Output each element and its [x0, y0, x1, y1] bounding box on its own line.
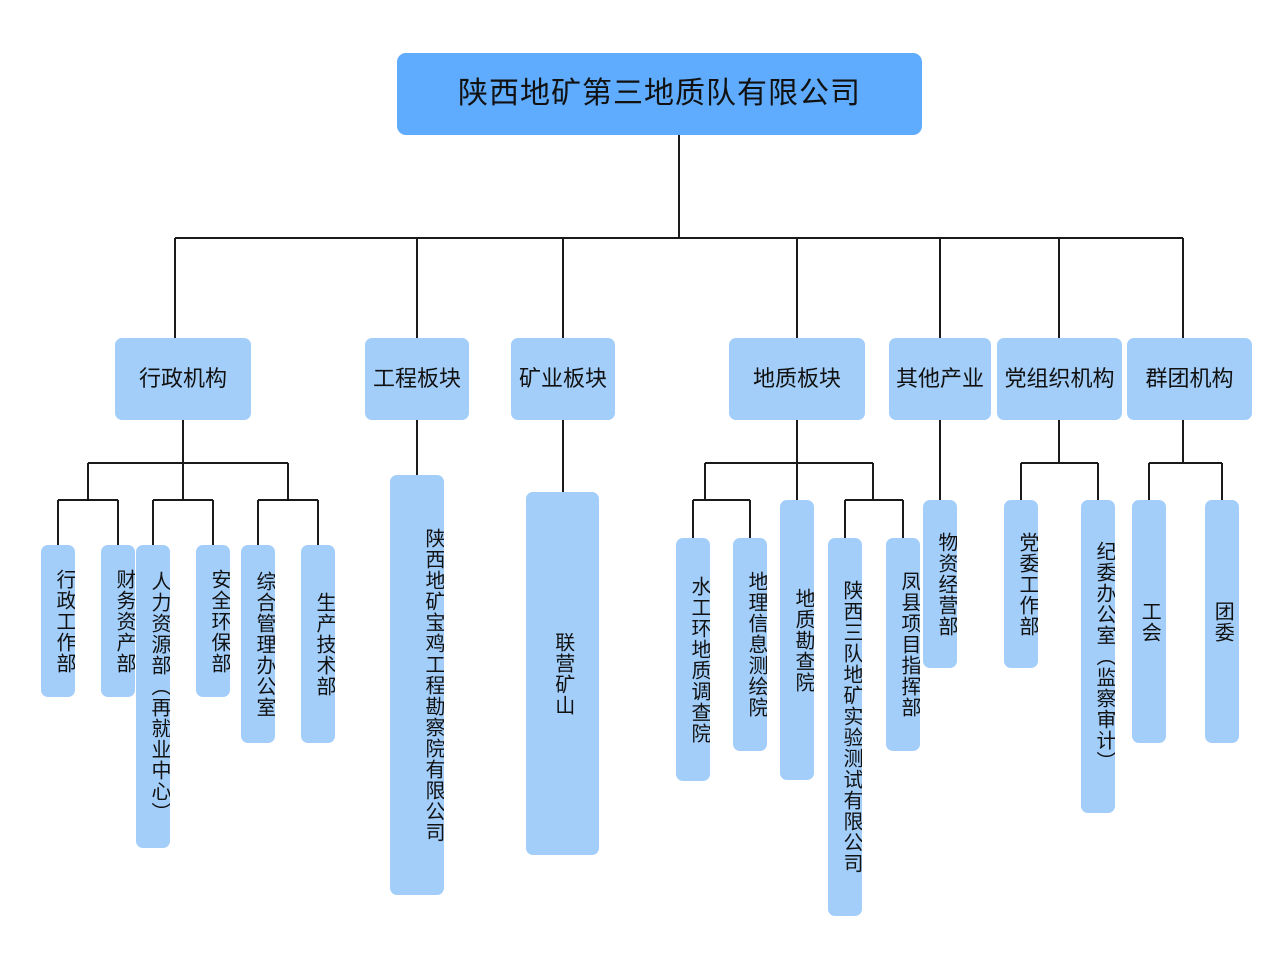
org-node-leaf-geo-5-label: 凤县项目指挥部	[898, 571, 920, 718]
org-node-leaf-mass-1-label: 工会	[1138, 600, 1161, 643]
org-node-branch-mass-label: 群团机构	[1145, 365, 1234, 391]
org-node-root-label: 陕西地矿第三地质队有限公司	[458, 77, 861, 111]
org-node-leaf-admin-3-label: 人力资源部（再就业中心）	[148, 570, 170, 823]
org-node-leaf-admin-2[interactable]: 财务资产部	[101, 545, 135, 697]
org-node-leaf-geo-5[interactable]: 凤县项目指挥部	[886, 538, 920, 751]
org-node-branch-admin[interactable]: 行政机构	[115, 338, 251, 420]
org-node-leaf-mining-1-label: 联营矿山	[551, 631, 574, 716]
org-node-leaf-geo-3-label: 地质勘查院	[792, 587, 814, 693]
org-node-leaf-party-2-label: 纪委办公室（监察审计）	[1093, 541, 1115, 772]
org-node-leaf-admin-1-label: 行政工作部	[53, 568, 75, 674]
org-node-leaf-admin-1[interactable]: 行政工作部	[41, 545, 75, 697]
org-node-leaf-mass-1[interactable]: 工会	[1132, 500, 1166, 743]
org-node-leaf-other-1-label: 物资经营部	[935, 531, 957, 637]
org-node-leaf-eng-1[interactable]: 陕西地矿宝鸡工程勘察院有限公司	[390, 475, 444, 895]
org-node-branch-eng-label: 工程板块	[372, 365, 461, 391]
org-node-leaf-geo-1-label: 水工环地质调查院	[688, 575, 710, 744]
org-node-leaf-geo-4[interactable]: 陕西三队地矿实验测试有限公司	[828, 538, 862, 916]
org-node-branch-other-label: 其他产业	[895, 365, 984, 391]
org-node-leaf-party-2[interactable]: 纪委办公室（监察审计）	[1081, 500, 1115, 813]
org-node-leaf-admin-6-label: 生产技术部	[313, 591, 335, 697]
org-node-branch-party[interactable]: 党组织机构	[997, 338, 1122, 420]
org-node-branch-other[interactable]: 其他产业	[889, 338, 991, 420]
org-node-leaf-mass-2-label: 团委	[1211, 600, 1234, 643]
org-node-leaf-geo-2[interactable]: 地理信息测绘院	[733, 538, 767, 751]
org-node-branch-mining-label: 矿业板块	[518, 365, 607, 391]
org-node-branch-geo[interactable]: 地质板块	[729, 338, 865, 420]
org-node-root[interactable]: 陕西地矿第三地质队有限公司	[397, 53, 922, 135]
org-node-leaf-geo-2-label: 地理信息测绘院	[745, 571, 767, 718]
org-node-leaf-admin-4-label: 安全环保部	[208, 568, 230, 674]
org-node-leaf-admin-4[interactable]: 安全环保部	[196, 545, 230, 697]
org-node-leaf-party-1-label: 党委工作部	[1016, 531, 1038, 637]
org-node-leaf-mining-1[interactable]: 联营矿山	[526, 492, 599, 855]
org-node-branch-party-label: 党组织机构	[1004, 365, 1115, 391]
org-node-leaf-geo-1[interactable]: 水工环地质调查院	[676, 538, 710, 781]
org-node-branch-mining[interactable]: 矿业板块	[511, 338, 615, 420]
org-node-leaf-other-1[interactable]: 物资经营部	[923, 500, 957, 668]
org-node-leaf-geo-4-label: 陕西三队地矿实验测试有限公司	[840, 580, 862, 874]
org-node-leaf-mass-2[interactable]: 团委	[1205, 500, 1239, 743]
org-node-leaf-eng-1-label: 陕西地矿宝鸡工程勘察院有限公司	[422, 527, 444, 843]
org-node-leaf-admin-5-label: 综合管理办公室	[253, 570, 275, 718]
org-node-leaf-geo-3[interactable]: 地质勘查院	[780, 500, 814, 780]
org-node-leaf-admin-2-label: 财务资产部	[113, 568, 135, 674]
org-node-leaf-admin-3[interactable]: 人力资源部（再就业中心）	[136, 545, 170, 848]
org-node-branch-mass[interactable]: 群团机构	[1127, 338, 1252, 420]
org-node-branch-geo-label: 地质板块	[752, 365, 841, 391]
org-node-branch-eng[interactable]: 工程板块	[365, 338, 469, 420]
org-node-leaf-admin-6[interactable]: 生产技术部	[301, 545, 335, 743]
org-node-leaf-admin-5[interactable]: 综合管理办公室	[241, 545, 275, 743]
org-node-branch-admin-label: 行政机构	[138, 365, 227, 391]
org-node-leaf-party-1[interactable]: 党委工作部	[1004, 500, 1038, 668]
